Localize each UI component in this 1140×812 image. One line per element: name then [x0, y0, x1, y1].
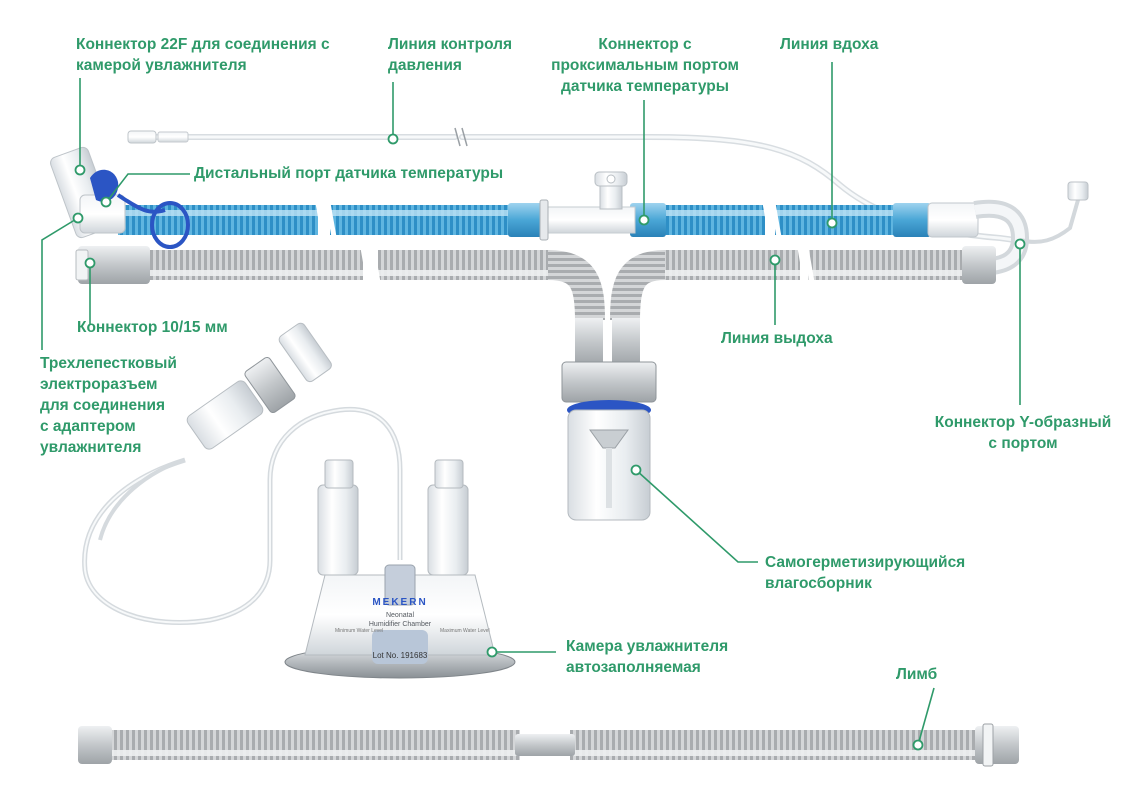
label-connector-10-15: Коннектор 10/15 мм	[77, 319, 228, 336]
inspiratory-limb	[118, 202, 931, 238]
label-distal-temp-port: Дистальный порт датчика температуры	[194, 165, 504, 182]
spare-limb	[78, 723, 1019, 767]
expiratory-limb	[75, 246, 996, 366]
label-expiratory-line: Линия выдоха	[721, 330, 833, 347]
leader-dots	[72, 133, 1026, 751]
temp-sensor-tee	[539, 171, 636, 241]
humidifier-chamber: MEKERN Neonatal Humidifier Chamber Minim…	[284, 459, 516, 679]
leader-lines	[41, 62, 1021, 746]
chamber-model-line2: Humidifier Chamber	[369, 621, 432, 628]
label-inspiratory-line: Линия вдоха	[780, 36, 879, 53]
chamber-brand: MEKERN	[372, 597, 427, 608]
chamber-model-line1: Neonatal	[386, 612, 414, 619]
label-limb: Лимб	[896, 666, 938, 683]
humidifier-connector-22f	[50, 146, 190, 249]
leader-distal-temp	[107, 173, 190, 201]
leader-limb	[917, 687, 935, 746]
chamber-lot-number: Lot No. 191683	[373, 651, 428, 660]
chamber-max-level: Maximum Water Level	[440, 628, 490, 634]
leader-water-trap	[635, 469, 758, 563]
chamber-min-level: Minimum Water Level	[335, 628, 383, 634]
leader-three-pin	[41, 217, 79, 350]
three-pin-electrical-connector	[82, 322, 403, 626]
water-trap	[561, 361, 657, 521]
